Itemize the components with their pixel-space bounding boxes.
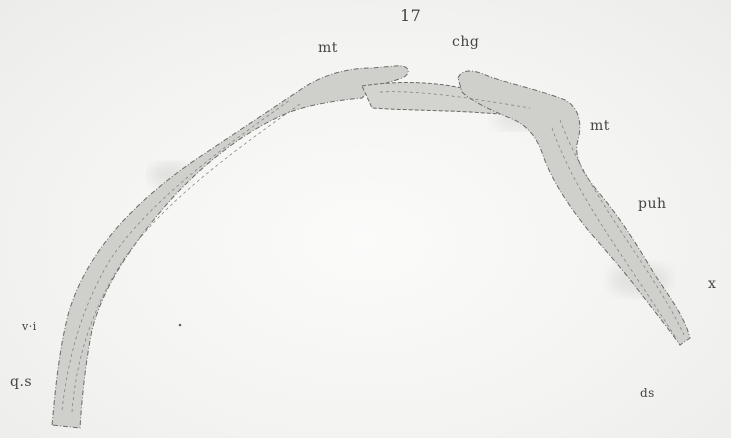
label-chg: chg: [452, 34, 479, 50]
label-qs: q.s: [10, 374, 32, 390]
specimen-dot: [179, 324, 182, 327]
label-ds: ds: [640, 386, 655, 400]
figure-number: 17: [400, 6, 421, 25]
label-mt-right: mt: [590, 118, 610, 134]
label-x: x: [708, 276, 716, 292]
label-vi: v·i: [22, 320, 37, 333]
tissue-band-left: [52, 66, 408, 428]
label-mt-left: mt: [318, 40, 338, 56]
tissue-hatching: [62, 92, 684, 412]
label-puh: puh: [638, 196, 667, 212]
